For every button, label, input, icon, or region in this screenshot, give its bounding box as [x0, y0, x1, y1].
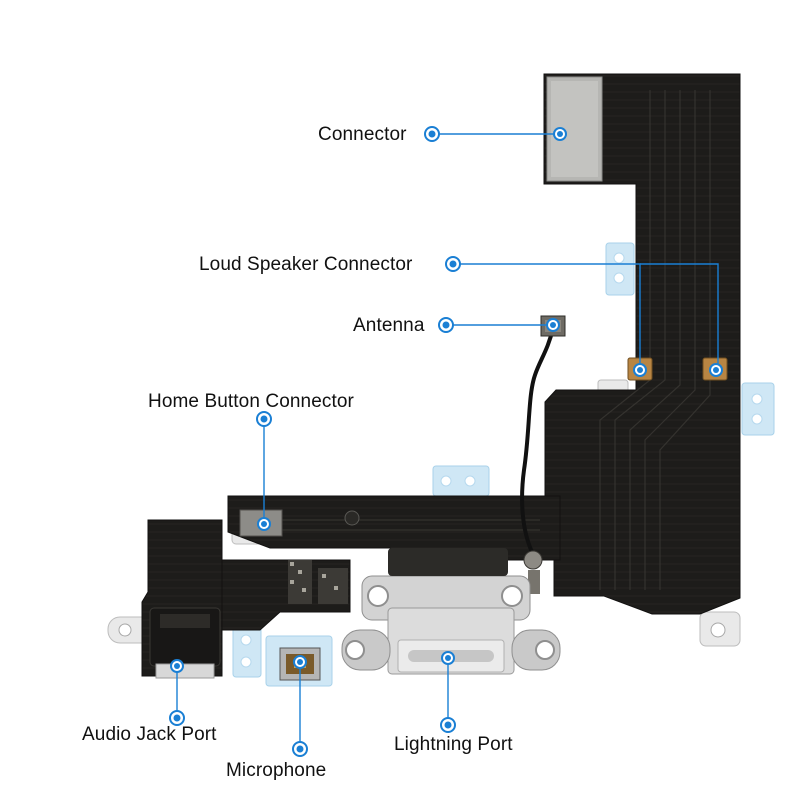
audio-jack-target-dot-icon — [170, 659, 184, 673]
label-antenna: Antenna — [353, 315, 425, 336]
speaker-target-left-dot-icon — [633, 363, 647, 377]
label-audio-jack-port: Audio Jack Port — [82, 724, 217, 745]
flex-cable-body — [141, 73, 741, 677]
home-button-dot-icon — [256, 411, 272, 427]
label-microphone: Microphone — [226, 760, 327, 781]
lightning-dot-icon — [440, 717, 456, 733]
callout-dots — [169, 126, 723, 757]
home-button-target-dot-icon — [257, 517, 271, 531]
antenna-wire — [520, 315, 566, 594]
label-loud-speaker-connector: Loud Speaker Connector — [199, 254, 413, 275]
connector-target-dot-icon — [553, 127, 567, 141]
speaker-dot-icon — [445, 256, 461, 272]
speaker-target-right-dot-icon — [709, 363, 723, 377]
antenna-target-dot-icon — [546, 318, 560, 332]
connector-dot-icon — [424, 126, 440, 142]
lightning-target-dot-icon — [441, 651, 455, 665]
label-home-button-connector: Home Button Connector — [148, 391, 354, 412]
label-lightning-port: Lightning Port — [394, 734, 513, 755]
microphone-target-dot-icon — [293, 655, 307, 669]
antenna-dot-icon — [438, 317, 454, 333]
circuit-traces — [240, 90, 711, 590]
microphone-dot-icon — [292, 741, 308, 757]
lightning-port — [341, 548, 561, 675]
label-connector: Connector — [318, 124, 407, 145]
audio-jack — [149, 607, 221, 679]
callout-lines — [176, 133, 719, 748]
chip-components — [288, 560, 348, 604]
audio-jack-dot-icon — [169, 710, 185, 726]
